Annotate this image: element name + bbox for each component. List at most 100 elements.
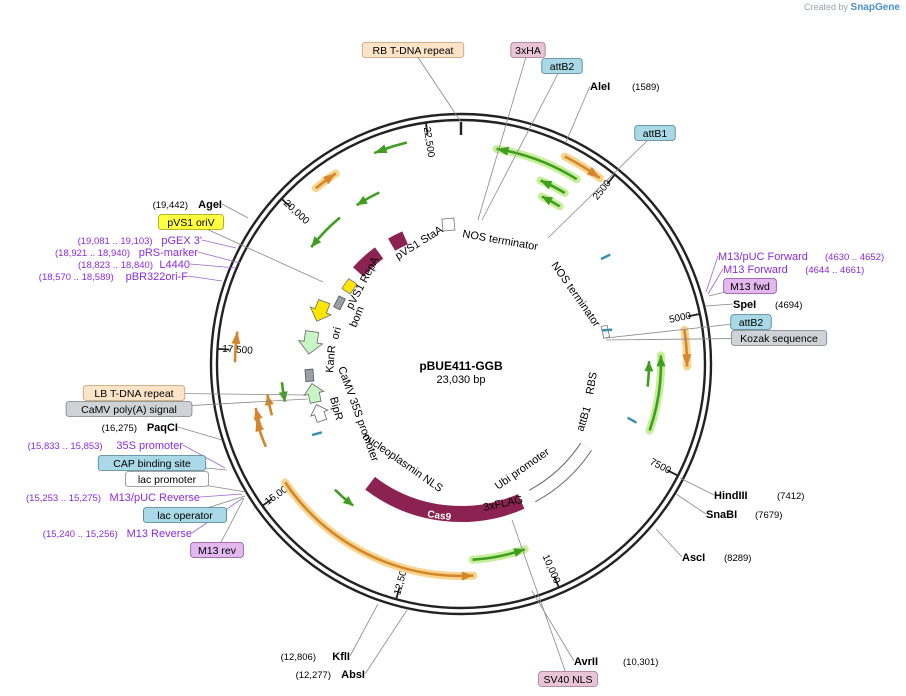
callout-pos-agei: (19,442) xyxy=(153,200,188,211)
feature-kozak xyxy=(600,324,611,339)
leader-kfli xyxy=(349,603,379,657)
callout-kozak: Kozak sequence xyxy=(730,330,828,346)
leader-pvs1-oriv xyxy=(190,221,324,283)
feature-green-8-head xyxy=(644,361,654,372)
callout-rb-tdna-repeat: RB T-DNA repeat xyxy=(361,42,465,58)
callout-lb-tdna-repeat: LB T-DNA repeat xyxy=(82,385,186,401)
snapgene-brand: SnapGene xyxy=(850,2,900,13)
feature-green-3-head xyxy=(541,196,554,206)
callout-text-asci: AscI xyxy=(682,552,705,564)
tick-label-7500: 7500 xyxy=(648,457,673,477)
tick-label-22500: 22,500 xyxy=(421,126,436,158)
callout-pos-m13-puc-forward: (4630 .. 4652) xyxy=(825,252,884,263)
feature-orange-2 xyxy=(311,169,340,193)
feature-pvs1-repa xyxy=(352,247,384,277)
callout-pos-pgex-3: (19,081 .. 19,103) xyxy=(78,236,153,247)
callout-asci: AscI(8289) xyxy=(682,552,751,564)
callout-attb2-top: attB2 xyxy=(541,58,583,74)
callout-box-lb-tdna-repeat xyxy=(82,385,186,401)
feature-green-10-head xyxy=(342,496,354,506)
callout-box-m13-fwd xyxy=(723,278,777,294)
features-layer xyxy=(231,141,692,581)
callout-box-3xha xyxy=(510,42,546,58)
feature-teal-1 xyxy=(601,328,613,332)
backbone-inner xyxy=(215,118,707,610)
callout-pos-pbr322ori-f: (18,570 .. 18,589) xyxy=(39,272,114,283)
feature-orange-7-head xyxy=(254,407,263,421)
label-ori: ori xyxy=(329,326,344,341)
feature-pvs1-staa-head xyxy=(391,237,401,246)
callout-box-attb1-top xyxy=(634,125,676,141)
callout-pvs1-oriv: pVS1 oriV xyxy=(158,214,224,230)
feature-ori xyxy=(309,298,333,322)
callout-text-hindiii: HindIII xyxy=(714,490,748,502)
callout-text-attb2-top: attB2 xyxy=(550,61,575,73)
tick-label-17500: 17,500 xyxy=(222,344,254,357)
leader-attb2-right xyxy=(605,321,752,339)
feature-pvs1-repa-head xyxy=(358,263,367,272)
callout-text-3xha: 3xHA xyxy=(515,45,541,57)
callout-box-kozak xyxy=(730,330,828,346)
feature-orange-1-head xyxy=(586,167,600,179)
callout-pos-paqci: (16,275) xyxy=(102,423,137,434)
callout-box-camv-polya xyxy=(65,401,193,417)
callout-text-cap-binding-site: CAP binding site xyxy=(113,458,191,470)
callout-pos-prs-marker: (18,921 .. 18,940) xyxy=(55,248,130,259)
callout-pos-m13-puc-reverse: (15,253 .. 15,275) xyxy=(26,493,101,504)
callout-text-pvs1-oriv: pVS1 oriV xyxy=(167,217,214,229)
leader-asci xyxy=(655,528,683,558)
callout-text-camv-polya: CaMV poly(A) signal xyxy=(81,404,177,416)
tick-17500 xyxy=(217,347,230,351)
leader-attb2-top xyxy=(481,65,563,221)
callout-pos-m13-reverse: (15,240 .. 15,256) xyxy=(43,529,118,540)
callout-box-m13-rev xyxy=(190,542,244,558)
feature-green-11-head xyxy=(278,391,288,402)
callout-hindiii: HindIII (7412) xyxy=(714,490,804,502)
feature-bipr xyxy=(310,404,329,423)
callout-text-m13-puc-reverse: M13/pUC Reverse xyxy=(110,492,200,504)
leader-spei xyxy=(705,303,734,307)
callout-lac-operator: lac operator xyxy=(142,507,227,523)
callout-box-attb2-right xyxy=(730,314,772,330)
feature-bom xyxy=(333,295,346,311)
feature-green-9 xyxy=(468,545,529,564)
feature-kanr xyxy=(297,330,324,355)
callout-pos-l4440: (18,823 .. 18,840) xyxy=(78,260,153,271)
callout-alei: AleI(1589) xyxy=(590,81,659,93)
callout-pos-35s-promoter-primer: (15,833 .. 15,853) xyxy=(28,441,103,452)
callout-text-lac-promoter: lac promoter xyxy=(138,474,197,486)
feature-camv-polya xyxy=(304,368,315,383)
callout-m13-forward: M13 Forward(4644 .. 4661) xyxy=(723,264,864,276)
tick-20000 xyxy=(280,198,291,208)
feature-green-5 xyxy=(355,191,380,207)
callout-text-lb-tdna-repeat: LB T-DNA repeat xyxy=(94,388,173,400)
feature-pvs1-oriv xyxy=(341,277,358,295)
callout-text-pgex-3: pGEX 3' xyxy=(161,235,202,247)
callout-m13-puc-forward: M13/pUC Forward(4630 .. 4652) xyxy=(718,251,884,263)
callout-box-lac-operator xyxy=(142,507,227,523)
callout-m13-reverse: M13 Reverse(15,240 .. 15,256) xyxy=(43,528,192,540)
callout-35s-promoter-primer: 35S promoter(15,833 .. 15,853) xyxy=(28,440,184,452)
callout-pos-hindiii: (7412) xyxy=(777,491,804,502)
leader-rb-tdna-repeat xyxy=(412,49,462,123)
callout-text-agei: AgeI xyxy=(198,199,222,211)
callout-pgex-3: pGEX 3' (19,081 .. 19,103) xyxy=(78,235,202,247)
leader-pbr322ori-f xyxy=(187,275,223,282)
feature-orange-3-head xyxy=(231,331,241,345)
feature-green-6-head xyxy=(311,236,322,248)
label-nos-terminator-2: NOS terminator xyxy=(549,260,603,330)
callout-box-pvs1-oriv xyxy=(158,214,224,230)
feature-orange-3 xyxy=(231,331,241,363)
callout-prs-marker: pRS-marker(18,921 .. 18,940) xyxy=(55,247,198,259)
created-by-text: Created by xyxy=(803,2,849,12)
leader-attb1-top xyxy=(547,132,656,239)
leader-prs-marker xyxy=(197,251,241,264)
plasmid-size: 23,030 bp xyxy=(437,374,486,386)
feature-green-2-head xyxy=(540,180,553,190)
feature-ubi-fill xyxy=(529,443,592,502)
feature-green-2 xyxy=(536,176,569,197)
feature-orange-1 xyxy=(560,152,604,183)
callout-box-cap-binding-site xyxy=(97,455,207,471)
callout-text-lac-operator: lac operator xyxy=(157,510,213,522)
